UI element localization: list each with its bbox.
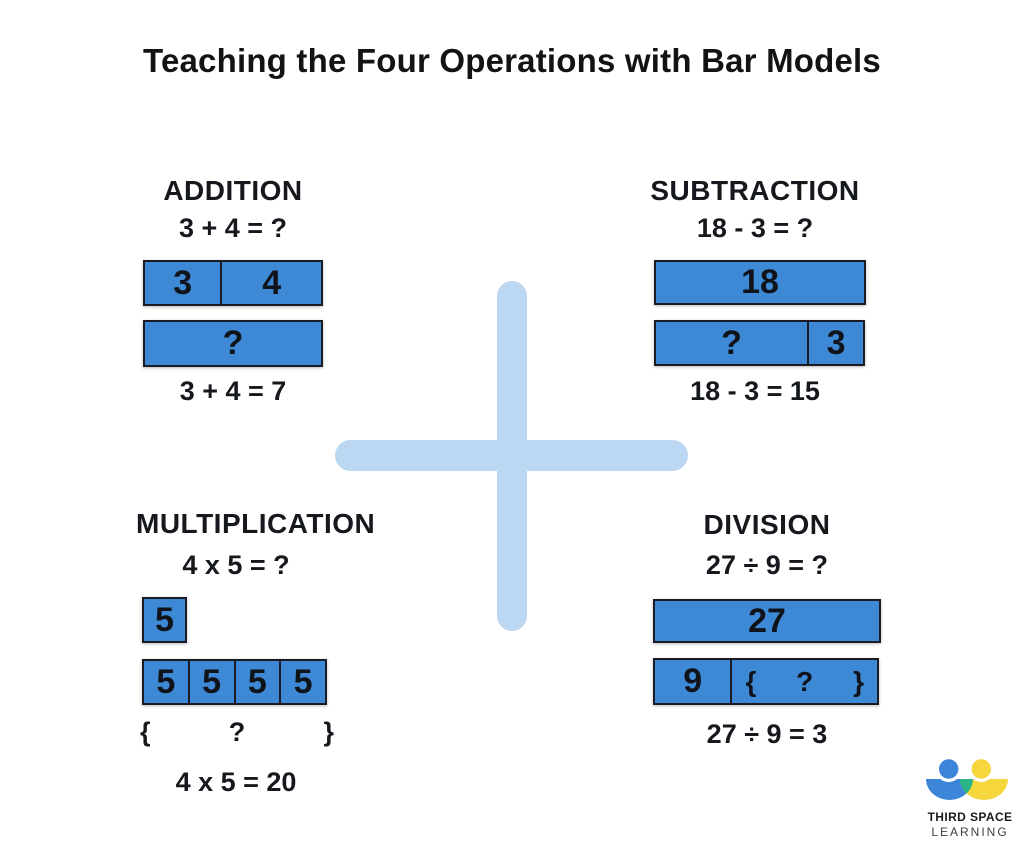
subtraction-bar-bottom: ? 3 <box>654 320 865 366</box>
bar-segment: 5 <box>156 662 176 701</box>
bar-segment: ? <box>222 324 244 362</box>
bar-segment: 27 <box>748 601 786 640</box>
multiplication-heading: MULTIPLICATION <box>136 508 376 539</box>
subtraction-heading: SUBTRACTION <box>650 175 860 206</box>
addition-problem: 3 + 4 = ? <box>178 213 288 243</box>
multiplication-unit-square: 5 <box>142 597 187 643</box>
subtraction-answer: 18 - 3 = 15 <box>690 376 820 406</box>
multiplication-bar-row: 5 5 5 5 <box>142 659 327 705</box>
brace-open: { <box>140 716 151 747</box>
bar-segment: ? <box>721 323 742 362</box>
subtraction-problem: 18 - 3 = ? <box>696 213 814 243</box>
addition-bar-bottom: ? <box>143 320 323 367</box>
logo-text-line1: THIRD SPACE <box>927 810 1013 824</box>
subtraction-bar-top: 18 <box>654 260 866 305</box>
multiplication-answer: 4 x 5 = 20 <box>175 767 297 797</box>
bar-segment: 5 <box>279 661 325 703</box>
multiplication-brace-row: { ? } <box>140 716 334 748</box>
unknown-question-mark: ? <box>796 665 814 697</box>
bar-segment: 3 <box>173 263 193 302</box>
two-people-icon <box>926 756 1008 800</box>
multiplication-problem: 4 x 5 = ? <box>182 550 290 580</box>
bar-segment: 3 <box>807 322 863 364</box>
bar-segment: 5 <box>155 600 174 639</box>
addition-answer: 3 + 4 = 7 <box>179 376 287 406</box>
bar-segment: 4 <box>220 262 321 304</box>
page-title: Teaching the Four Operations with Bar Mo… <box>143 42 881 79</box>
division-answer: 27 ÷ 9 = 3 <box>706 719 828 749</box>
addition-heading: ADDITION <box>163 175 303 206</box>
addition-bar-top: 3 4 <box>143 260 323 306</box>
division-heading: DIVISION <box>703 509 831 540</box>
brace-close: } <box>323 716 334 747</box>
bar-segment: 18 <box>741 263 779 301</box>
division-bar-bottom: 9 { ? } <box>653 658 879 705</box>
plus-icon-horizontal <box>335 440 688 471</box>
bar-segment: 5 <box>233 661 280 703</box>
division-bar-top: 27 <box>653 599 881 643</box>
brace-open: { <box>745 665 757 697</box>
brace-close: } <box>853 665 864 697</box>
logo-text-line2: LEARNING <box>931 825 1009 839</box>
bar-segment-brace: { ? } <box>730 660 877 703</box>
bar-segment: 9 <box>683 662 703 700</box>
unknown-question-mark: ? <box>228 716 246 747</box>
bar-segment: 5 <box>187 661 234 703</box>
division-problem: 27 ÷ 9 = ? <box>705 550 829 580</box>
